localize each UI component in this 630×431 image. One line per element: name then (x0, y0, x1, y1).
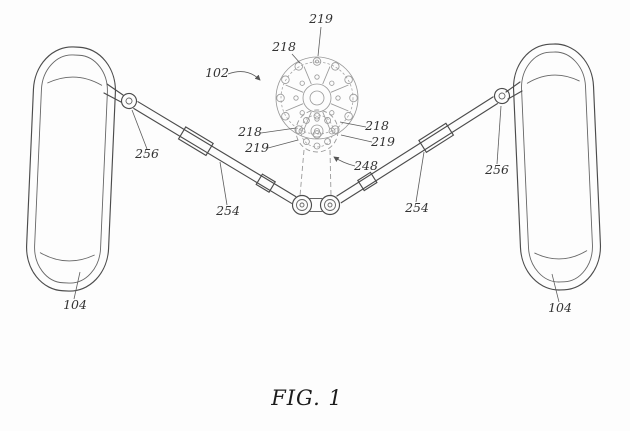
ref-label-219-left: 219 (244, 140, 269, 155)
ref-label-256-right: 256 (484, 162, 509, 177)
right-wheel-tire (512, 43, 602, 291)
steering-actuator-assembly (275, 56, 359, 197)
right-knuckle-joint (505, 81, 523, 100)
left-tie-rod-arm (120, 92, 297, 204)
ref-label-104-right: 104 (548, 300, 572, 315)
left-wheel-tire (26, 46, 116, 292)
ref-label-104-left: 104 (63, 297, 87, 312)
center-ball-joints (291, 194, 341, 216)
ref-label-218-left: 218 (237, 124, 262, 139)
ref-label-218-right: 218 (364, 118, 389, 133)
ref-label-102: 102 (205, 65, 229, 80)
link-arrow (333, 156, 356, 167)
ref-label-254-right: 254 (404, 200, 429, 215)
left-knuckle-joint (103, 83, 124, 103)
ref-label-219-right: 219 (370, 134, 395, 149)
ref-label-254-left: 254 (215, 203, 240, 218)
assembly-arrow (227, 71, 261, 81)
ref-label-248: 248 (353, 158, 378, 173)
ref-label-218-top: 218 (271, 39, 296, 54)
ref-label-256-left: 256 (134, 146, 159, 161)
leader-lines (73, 26, 560, 303)
ref-label-219-top: 219 (308, 11, 333, 26)
figure-caption: FIG. 1 (270, 386, 343, 410)
right-tie-rod-arm (336, 87, 511, 204)
